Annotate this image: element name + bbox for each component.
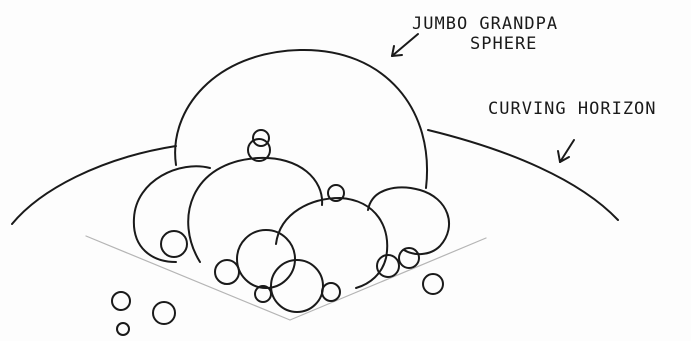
tiny-top-sphere	[253, 130, 269, 146]
scattered-sphere-4	[117, 323, 129, 335]
left-small-sphere	[161, 231, 187, 257]
scattered-sphere-1	[423, 274, 443, 294]
right-center-sphere	[276, 198, 387, 288]
guide-line-left	[86, 236, 290, 320]
scattered-sphere-3	[153, 302, 175, 324]
foreground-right-small-sphere	[322, 283, 340, 301]
horizon-arrow-icon	[558, 140, 574, 162]
foreground-left-small-sphere	[215, 260, 239, 284]
foreground-sphere-large	[237, 230, 295, 288]
right-small-sphere-1	[377, 255, 399, 277]
left-mid-sphere	[134, 166, 210, 262]
sphere-label-line-2: SPHERE	[470, 34, 537, 54]
curving-horizon-line-left	[12, 146, 176, 224]
scattered-sphere-2	[112, 292, 130, 310]
center-large-sphere	[188, 158, 322, 262]
sphere-label-line-1: JUMBO GRANDPA	[412, 14, 558, 34]
curving-horizon-line-right	[428, 130, 618, 220]
right-small-sphere-2	[399, 248, 419, 268]
sphere-arrow-icon	[392, 34, 418, 56]
horizon-label: CURVING HORIZON	[488, 99, 657, 119]
